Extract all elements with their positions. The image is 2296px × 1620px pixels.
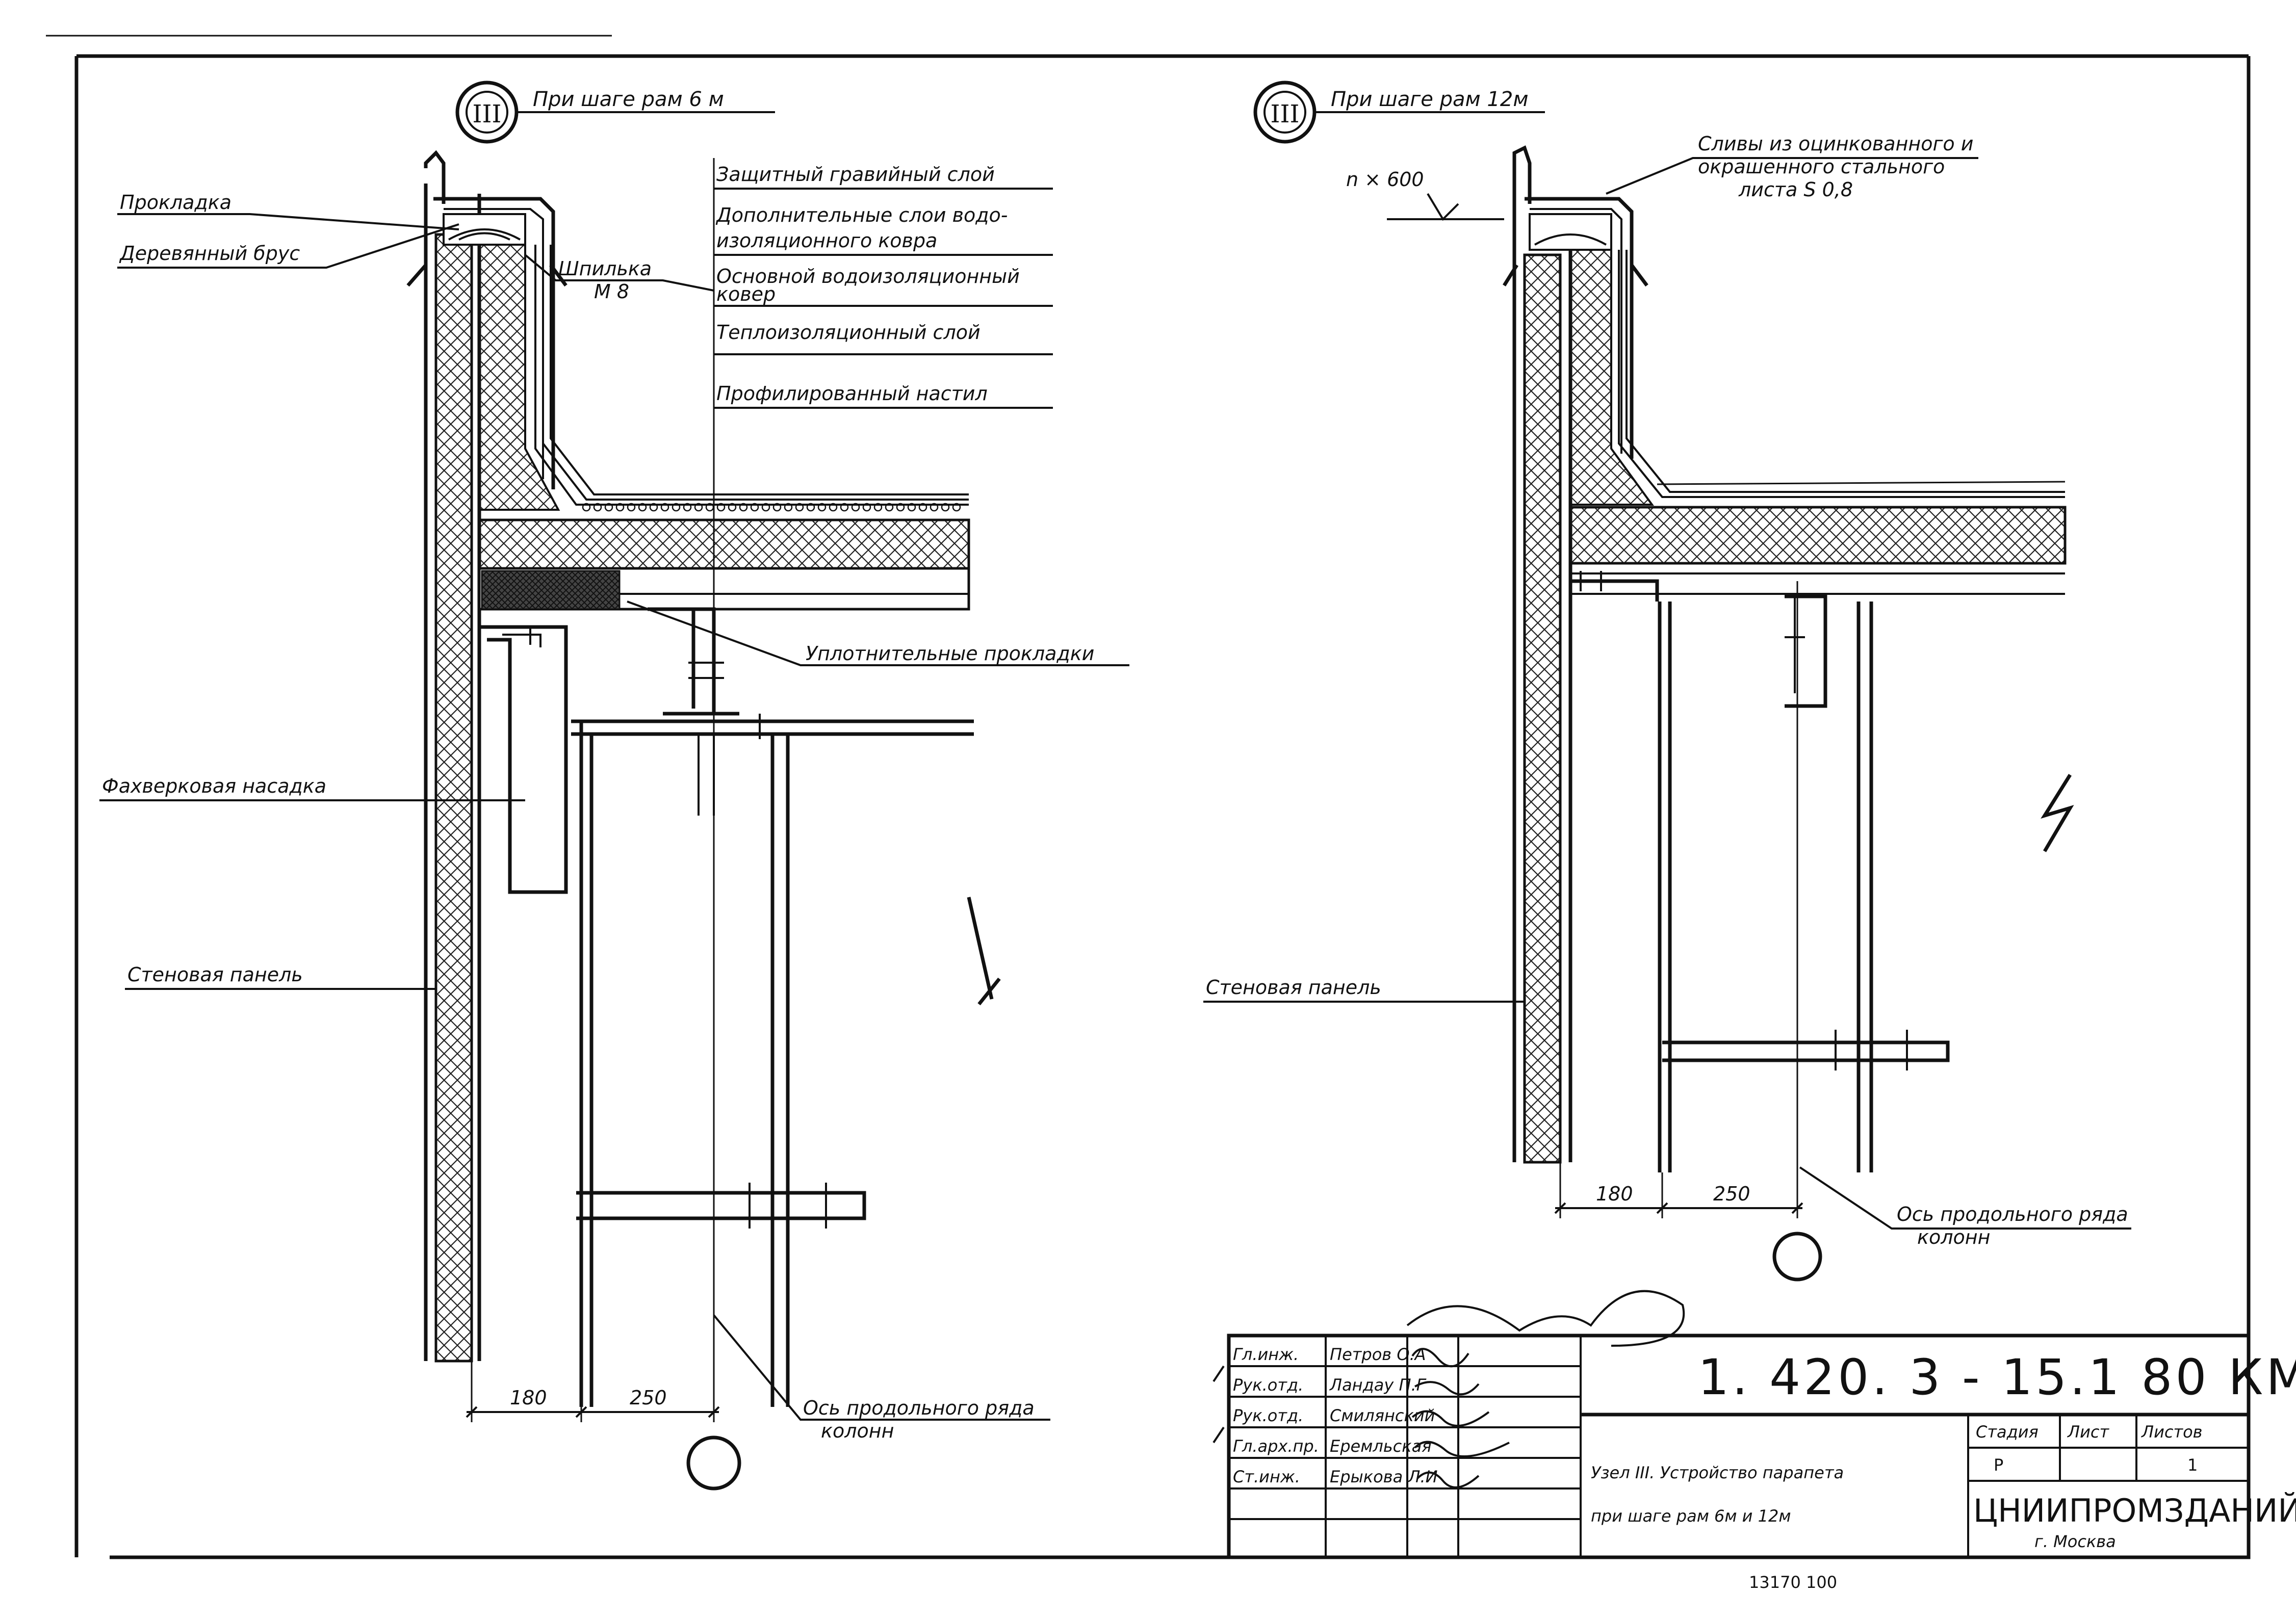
left-callouts: Прокладка Деревянный брус Шпилька М 8 Уп… <box>99 191 1129 1442</box>
right-node-marker-text: III <box>1271 100 1300 128</box>
stage-value: Р <box>1994 1455 2003 1475</box>
left-seal-gasket-block <box>481 570 621 610</box>
right-roof-insulation <box>1569 506 2067 595</box>
label-axis-right-1: Ось продольного ряда <box>1897 1203 2128 1225</box>
legend-layer-gravel: Защитный гравийный слой <box>716 163 995 186</box>
label-wall-panel-left: Стеновая панель <box>127 963 303 986</box>
right-dimensions: 180 250 <box>1554 1162 1803 1218</box>
legend-layer-extra-1: Дополнительные слои водо- <box>715 204 1008 226</box>
stage-header: Стадия <box>1976 1422 2039 1442</box>
right-node-marker: III <box>1253 81 1317 144</box>
signer-name-3: Смилянский <box>1330 1406 1435 1425</box>
left-dim-250: 250 <box>630 1387 667 1409</box>
label-half-timber: Фахверковая насадка <box>102 775 326 797</box>
label-flashing-1: Сливы из оцинкованного и <box>1698 133 1973 155</box>
legend-layer-main-1: Основной водоизоляционный <box>716 265 1020 288</box>
signer-name-2: Ландау П.Г <box>1329 1375 1427 1395</box>
legend-layer-decking: Профилированный настил <box>716 382 988 405</box>
right-parapet-cap <box>1503 145 1648 459</box>
title-description-1: Узел III. Устройство парапета <box>1591 1463 1844 1482</box>
sheet-header: Лист <box>2067 1422 2109 1442</box>
drawing-designation: 1. 420. 3 - 15.1 80 КМ <box>1698 1349 2296 1406</box>
right-frame-column <box>1570 571 2074 1172</box>
label-stud-size: М 8 <box>594 280 629 303</box>
signer-role-3: Рук.отд. <box>1233 1406 1303 1425</box>
left-axis-circle <box>686 1435 741 1491</box>
signer-role-4: Гл.арх.пр. <box>1233 1436 1319 1456</box>
left-detail-title: При шаге рам 6 м <box>533 88 724 111</box>
right-detail: III При шаге рам 12м Сливы из оцинкованн… <box>1203 81 2131 1282</box>
right-wall-panel <box>1512 163 1572 1164</box>
legend-layer-main-2: ковер <box>716 283 776 305</box>
label-stud: Шпилька <box>558 257 652 280</box>
right-axis-circle <box>1772 1232 1822 1282</box>
sheet-frame <box>46 35 2251 1559</box>
label-axis-left-2: колонн <box>821 1420 894 1442</box>
legend-layer-insulation: Теплоизоляционный слой <box>716 321 981 344</box>
signer-name-1: Петров О.А <box>1330 1345 1426 1364</box>
signer-name-5: Ерыкова Л.И <box>1330 1467 1438 1486</box>
label-axis-right-2: колонн <box>1917 1226 1990 1248</box>
left-roof-insulation <box>478 518 970 611</box>
signer-role-5: Ст.инж. <box>1233 1467 1300 1486</box>
label-seal-gaskets: Уплотнительные прокладки <box>806 642 1094 665</box>
left-parapet-insulation <box>478 244 969 511</box>
left-detail: III При шаге рам 6 м <box>99 81 1129 1491</box>
label-axis-left-1: Ось продольного ряда <box>803 1397 1035 1419</box>
left-frame-column <box>571 714 1001 1407</box>
footer-number: 13170 100 <box>1749 1573 1837 1592</box>
title-description-2: при шаге рам 6м и 12м <box>1591 1506 1791 1526</box>
organization-city: г. Москва <box>2034 1532 2116 1551</box>
left-node-marker: III <box>455 81 519 144</box>
label-wooden-beam: Деревянный брус <box>119 242 300 265</box>
sheets-value: 1 <box>2187 1455 2198 1475</box>
right-dim-250: 250 <box>1713 1183 1750 1205</box>
left-gravel-layer <box>582 503 961 512</box>
label-level-mark: n × 600 <box>1346 168 1424 191</box>
legend-layer-extra-2: изоляционного ковра <box>716 229 937 252</box>
right-parapet-insulation <box>1569 249 2066 506</box>
signer-role-2: Рук.отд. <box>1233 1375 1303 1395</box>
right-detail-title: При шаге рам 12м <box>1331 88 1529 111</box>
label-wall-panel-right: Стеновая панель <box>1206 976 1381 999</box>
handwritten-signatures <box>1213 1290 1685 1488</box>
left-dimensions: 180 250 <box>466 1361 720 1422</box>
organization-name: ЦНИИПРОМЗДАНИЙ <box>1973 1492 2296 1529</box>
left-layer-legend: Защитный гравийный слой Дополнительные с… <box>714 163 1053 409</box>
label-gasket: Прокладка <box>120 191 231 214</box>
sheets-header: Листов <box>2141 1422 2203 1442</box>
label-flashing-3: листа S 0,8 <box>1738 178 1853 201</box>
signer-name-4: Еремльская <box>1330 1436 1431 1456</box>
title-block: Гл.инж. Петров О.А Рук.отд. Ландау П.Г Р… <box>1213 1290 2296 1559</box>
left-wall-panel <box>424 184 481 1363</box>
left-half-timber <box>479 625 568 894</box>
left-dim-180: 180 <box>510 1387 547 1409</box>
right-dim-180: 180 <box>1596 1183 1633 1205</box>
label-flashing-2: окрашенного стального <box>1698 155 1945 178</box>
signer-role-1: Гл.инж. <box>1233 1345 1299 1364</box>
left-node-marker-text: III <box>473 100 502 128</box>
